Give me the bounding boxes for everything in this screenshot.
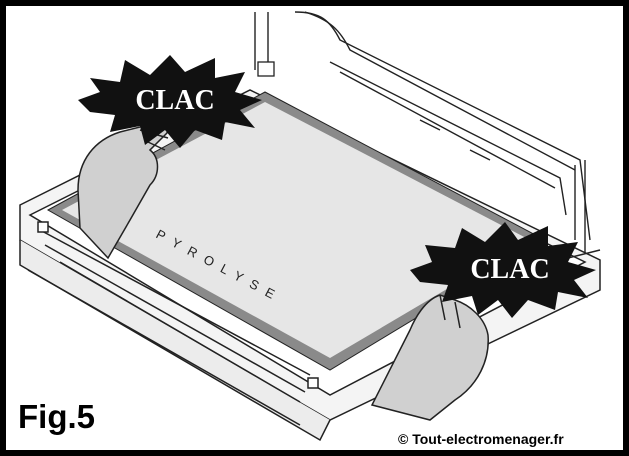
figure-label: Fig.5 xyxy=(18,398,96,435)
clac-label-1: CLAC xyxy=(135,85,214,116)
copyright-credit: © Tout-electromenager.fr xyxy=(398,431,564,447)
hinge-icon xyxy=(257,61,275,77)
clac-burst-2 xyxy=(410,222,596,318)
clac-burst-1 xyxy=(78,55,262,148)
clac-label-2: CLAC xyxy=(470,254,549,285)
right-hand-icon xyxy=(370,294,489,421)
oven-body xyxy=(254,11,591,260)
